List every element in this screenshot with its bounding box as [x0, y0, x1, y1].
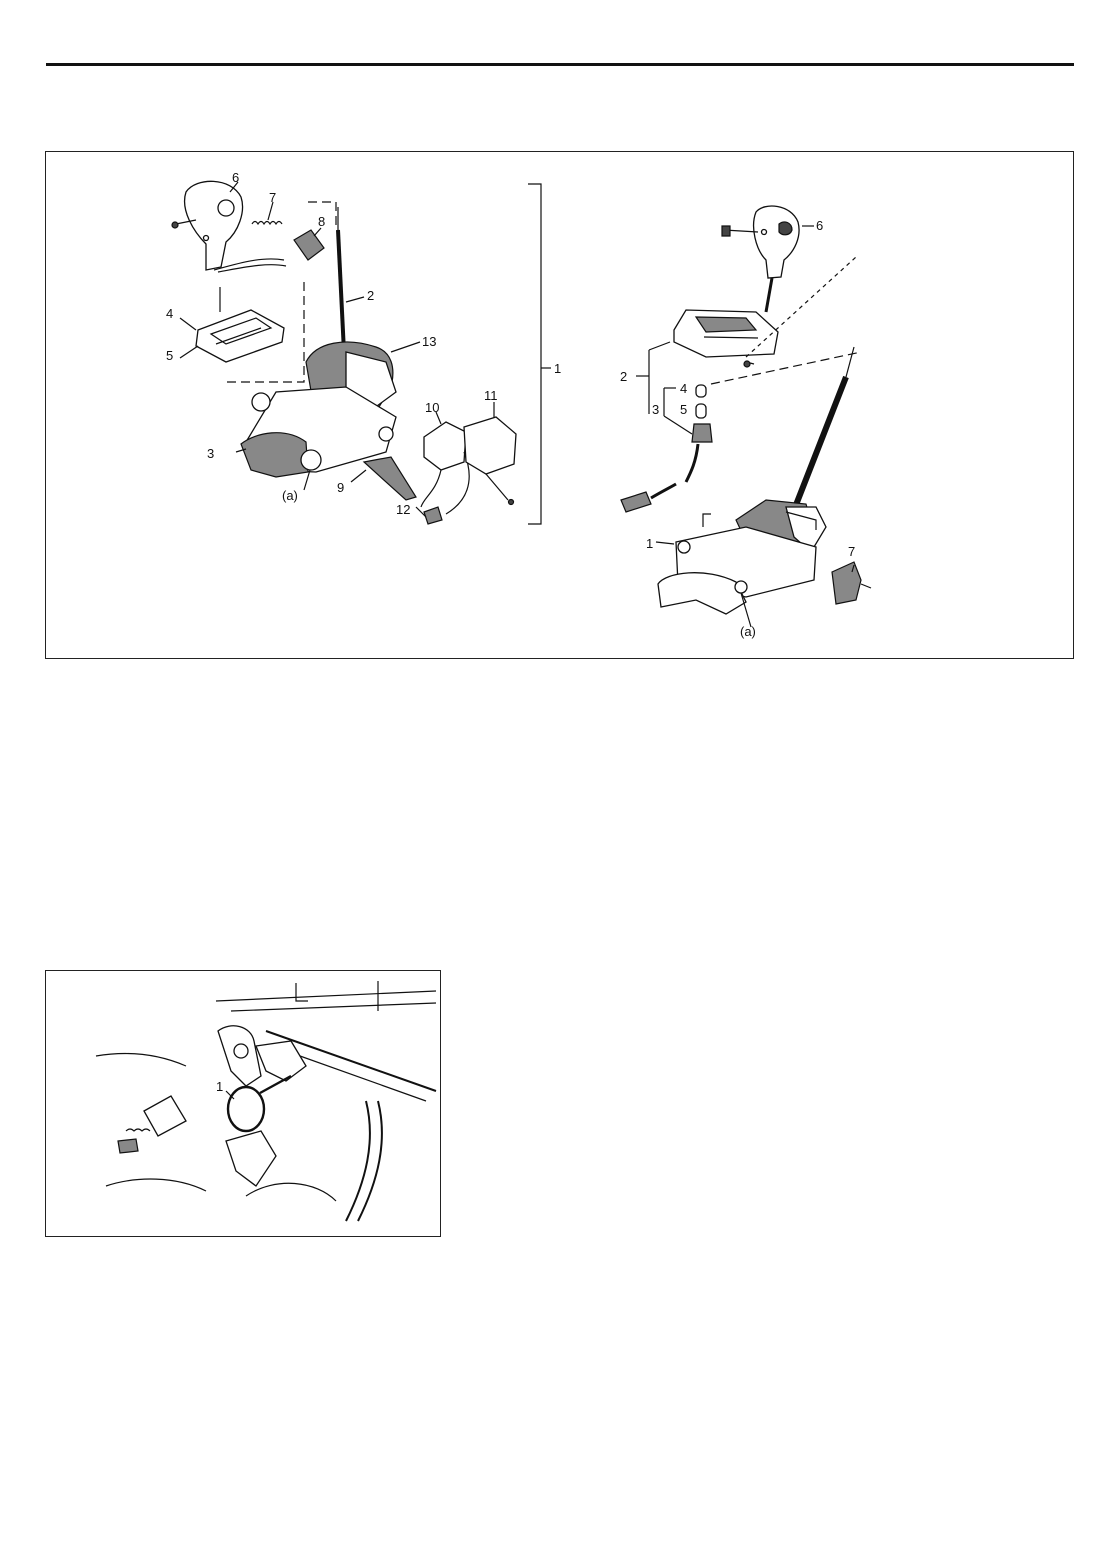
callout-r1: 1	[646, 536, 653, 551]
lower-bracket	[226, 1131, 276, 1186]
callout-b1: 1	[216, 1079, 223, 1094]
mount-hole-right-a	[735, 581, 747, 593]
left-assembly: 6 7 8 2 4 5 13 1 3 (a) 9 10 11 12	[166, 170, 561, 524]
switch-plunger	[118, 1139, 138, 1153]
leader-4	[180, 318, 196, 330]
leader-8	[314, 228, 321, 236]
assembly-bracket	[528, 184, 541, 524]
callout-10: 10	[425, 400, 439, 415]
mount-hole-3	[379, 427, 393, 441]
knob-screw-hole-right	[762, 230, 767, 235]
solenoid-wire-right	[861, 584, 871, 588]
leader-r1	[656, 542, 674, 544]
header-rule	[46, 63, 1074, 66]
shift-lock-solenoid-right	[832, 562, 861, 604]
switch-spring	[126, 1129, 150, 1131]
leader-9	[351, 470, 366, 482]
shift-lever-rod	[338, 230, 344, 352]
left-edge	[96, 1053, 186, 1066]
knob-screw-hole	[204, 236, 209, 241]
shift-knob	[185, 181, 243, 270]
callout-13: 13	[422, 334, 436, 349]
callout-8: 8	[318, 214, 325, 229]
detent-bracket	[256, 1041, 306, 1081]
bulb	[696, 385, 706, 397]
cover-screw	[509, 500, 514, 505]
callout-12: 12	[396, 502, 410, 517]
switch-body	[144, 1096, 186, 1136]
release-ring	[228, 1087, 264, 1131]
callout-11: 11	[484, 388, 498, 403]
callout-r4: 4	[680, 381, 687, 396]
shift-knob-right	[754, 206, 799, 278]
shift-lock-solenoid	[424, 422, 466, 470]
knob-screw-head-right	[722, 226, 730, 236]
leader-13	[391, 342, 420, 352]
bracket-2-upper	[649, 342, 670, 350]
shift-lever-rod-right	[794, 377, 846, 510]
frame-edge-top	[216, 991, 436, 1001]
exploded-view-figure: 6 7 8 2 4 5 13 1 3 (a) 9 10 11 12	[45, 151, 1074, 659]
callout-r2: 2	[620, 369, 627, 384]
callout-6: 6	[232, 170, 239, 185]
ref-mark-a: (a)	[282, 488, 298, 503]
lower-edge	[106, 1179, 206, 1191]
harness-connector-right	[621, 492, 651, 512]
lever-pivot	[234, 1044, 248, 1058]
knob-button-right	[779, 222, 792, 235]
base-flange	[241, 433, 308, 477]
socket-connector	[692, 424, 712, 442]
callout-2: 2	[367, 288, 374, 303]
lever-top-right	[846, 347, 854, 377]
bottom-arc	[246, 1183, 336, 1201]
indicator-screw-head-right	[744, 361, 750, 367]
mount-hole-1	[252, 393, 270, 411]
knob-wire-right	[766, 278, 772, 312]
callout-3: 3	[207, 446, 214, 461]
callout-9: 9	[337, 480, 344, 495]
indicator-window-right	[696, 317, 756, 332]
bracket-3-b	[664, 416, 692, 434]
mount-hole-a	[301, 450, 321, 470]
knob-button-hole	[218, 200, 234, 216]
callout-r5: 5	[680, 402, 687, 417]
cover-screw-line	[486, 474, 508, 500]
right-assembly: 6 2 4 5 3 1 7 (a)	[620, 206, 871, 639]
mount-hole-right-1	[678, 541, 690, 553]
callout-4: 4	[166, 306, 173, 321]
installed-view-figure: 1	[45, 970, 441, 1237]
solenoid-cover	[464, 417, 516, 474]
leader-ra	[741, 593, 751, 627]
callout-r7: 7	[848, 544, 855, 559]
callout-7: 7	[269, 190, 276, 205]
leader-2	[346, 297, 364, 302]
exploded-view-drawing: 6 7 8 2 4 5 13 1 3 (a) 9 10 11 12	[46, 152, 1073, 658]
harness-wire-right	[651, 484, 676, 498]
solenoid-wire	[421, 470, 441, 507]
callout-r3: 3	[652, 402, 659, 417]
callout-r6: 6	[816, 218, 823, 233]
frame-tab	[296, 983, 308, 1001]
frame-bar-lower	[286, 1051, 426, 1101]
key-interlock-lever	[364, 457, 416, 500]
release-pin	[260, 1076, 291, 1093]
frame-edge-top-2	[231, 1003, 436, 1011]
push-button	[294, 230, 324, 260]
socket-wire	[686, 444, 698, 482]
button-spring	[252, 222, 282, 225]
callout-1: 1	[554, 361, 561, 376]
ref-mark-a-right: (a)	[740, 624, 756, 639]
dashed-guide-right	[711, 352, 861, 384]
knob-screw-head	[172, 222, 178, 228]
callout-5: 5	[166, 348, 173, 363]
bracket-arm-left	[703, 514, 711, 527]
bulb-socket	[696, 404, 706, 418]
installed-view-drawing: 1	[46, 971, 440, 1236]
solenoid-connector	[424, 507, 442, 524]
leader-5	[180, 346, 198, 358]
